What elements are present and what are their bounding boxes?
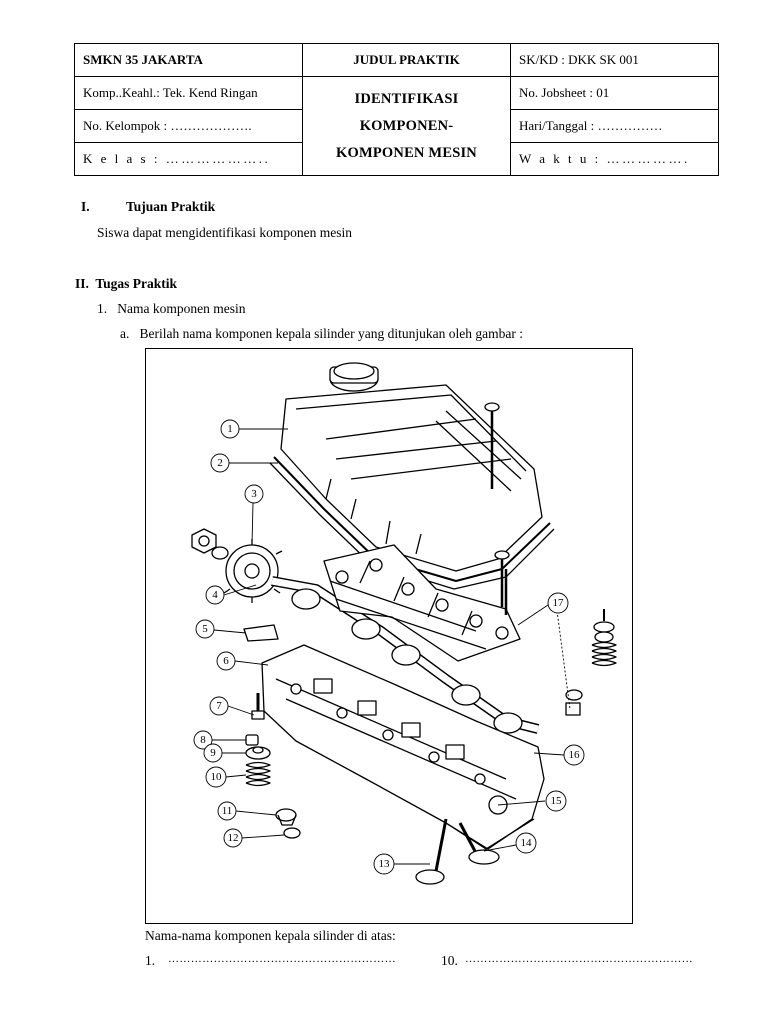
answer-caption: Nama-nama komponen kepala silinder di at… [145, 928, 396, 943]
callout-11: 11 [222, 805, 233, 817]
callout-4: 4 [212, 589, 218, 601]
title-line-1: IDENTIFIKASI [354, 90, 459, 107]
kelas-field: K e l a s : ……………….. [74, 142, 303, 176]
practice-title: IDENTIFIKASI KOMPONEN- KOMPONEN MESIN [302, 76, 511, 176]
callout-10: 10 [211, 771, 223, 783]
section-2-heading: II. Tugas Praktik [75, 276, 178, 291]
kelompok-field: No. Kelompok : ………………. [74, 109, 303, 143]
task-item-1a: a. Berilah nama komponen kepala silinder… [120, 326, 524, 341]
title-line-3: KOMPONEN MESIN [336, 144, 477, 161]
kompetensi-keahlian-field: Komp..Keahl.: Tek. Kend Ringan [74, 76, 303, 110]
callout-17: 17 [553, 597, 565, 609]
callout-9: 9 [210, 747, 216, 759]
cylinder-head-drawing [261, 644, 545, 850]
section-1-text: Siswa dapat mengidentifikasi komponen me… [97, 225, 352, 240]
callout-2: 2 [217, 457, 223, 469]
section-1-heading: Tujuan Praktik [126, 199, 216, 214]
callout-8: 8 [200, 734, 206, 746]
jobsheet-number-field: No. Jobsheet : 01 [510, 76, 719, 110]
half-moon-seal-drawing [243, 624, 279, 642]
valve-spring-drawing [245, 761, 271, 787]
callout-6: 6 [223, 655, 229, 667]
intake-valve-drawing [434, 818, 448, 872]
valve-cover-drawing [280, 384, 543, 572]
answer-10-number: 10. [441, 953, 458, 968]
cylinder-head-exploded-diagram: 1 2 3 4 5 6 7 8 9 10 11 12 13 14 15 16 1… [145, 348, 633, 924]
callout-14: 14 [521, 837, 533, 849]
answer-1-number: 1. [145, 953, 156, 968]
callout-16: 16 [569, 749, 581, 761]
callout-7: 7 [216, 700, 222, 712]
answer-10-blank[interactable]: …………………………………………………… [465, 953, 693, 965]
callout-1: 1 [227, 423, 233, 435]
waktu-field: W a k t u : ……………. [510, 142, 719, 176]
callout-15: 15 [551, 795, 563, 807]
title-line-2: KOMPONEN- [359, 117, 454, 134]
answer-1-blank[interactable]: …………………………………………………… [168, 953, 396, 965]
section-1-number: I. [81, 199, 90, 214]
school-name: SMKN 35 JAKARTA [74, 43, 303, 77]
task-item-1: 1. Nama komponen mesin [97, 301, 246, 316]
callout-3: 3 [251, 488, 257, 500]
exhaust-valve-drawing [458, 822, 478, 854]
judul-praktik-label: JUDUL PRAKTIK [302, 43, 511, 77]
jobsheet-header: SMKN 35 JAKARTA JUDUL PRAKTIK SK/KD : DK… [74, 43, 719, 176]
sk-kd-field: SK/KD : DKK SK 001 [510, 43, 719, 77]
callout-13: 13 [379, 858, 391, 870]
hari-tanggal-field: Hari/Tanggal : …………… [510, 109, 719, 143]
callout-12: 12 [228, 832, 239, 844]
cylinder-head-illustration: 1 2 3 4 5 6 7 8 9 10 11 12 13 14 15 16 1… [191, 362, 617, 885]
callout-5: 5 [202, 623, 208, 635]
